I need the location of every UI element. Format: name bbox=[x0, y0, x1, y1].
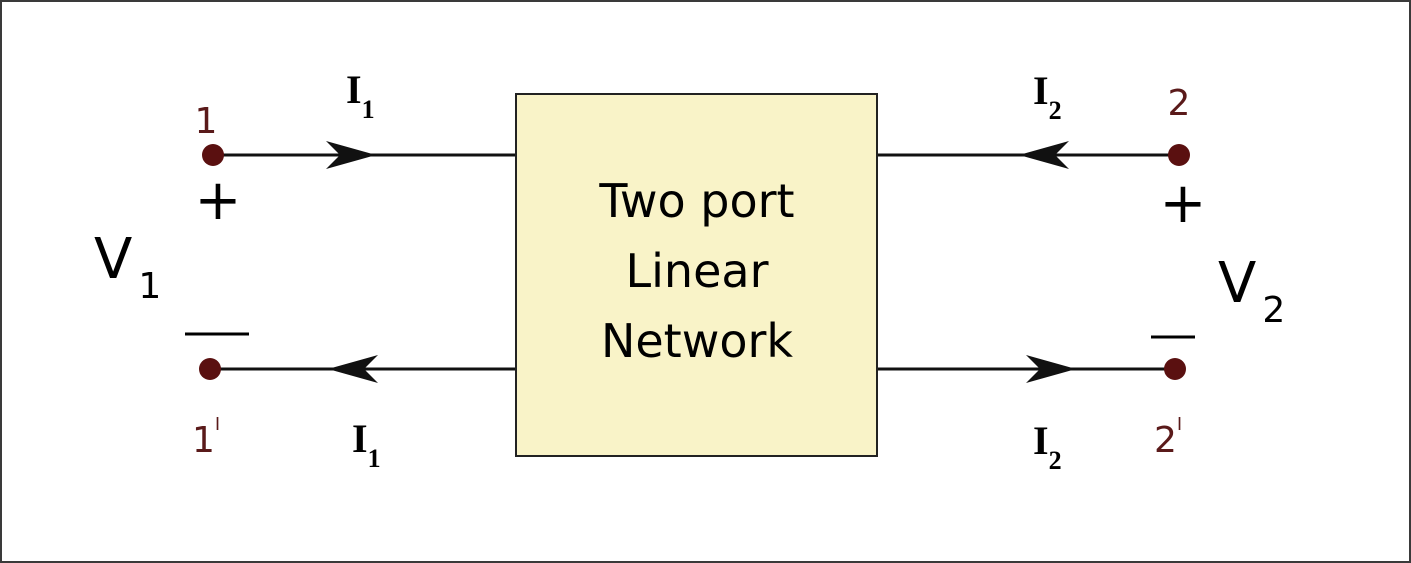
arrow-i2-bottom-right bbox=[1026, 355, 1076, 383]
terminal-2-prime bbox=[1164, 358, 1186, 380]
arrow-i2-top-left bbox=[1019, 141, 1069, 169]
port1-plus-sign: + bbox=[195, 168, 242, 233]
network-box bbox=[515, 93, 878, 457]
current-i1-bottom-label: I1 bbox=[352, 416, 381, 473]
terminal-2-label: 2 bbox=[1168, 83, 1191, 124]
arrow-i1-bottom-left bbox=[328, 355, 378, 383]
terminal-1 bbox=[202, 144, 224, 166]
terminal-1-prime bbox=[199, 358, 221, 380]
terminal-2-prime-label: 2ˡ bbox=[1154, 413, 1182, 461]
current-i1-top-label: I1 bbox=[346, 67, 375, 124]
network-label-line3: Network bbox=[601, 314, 793, 368]
network-label-line2: Linear bbox=[626, 244, 769, 298]
terminal-1-label: 1 bbox=[195, 101, 218, 142]
terminal-1-prime-label: 1ˡ bbox=[192, 413, 220, 461]
current-i2-top-label: I2 bbox=[1033, 68, 1062, 125]
current-i2-bottom-label: I2 bbox=[1033, 418, 1062, 475]
terminal-2 bbox=[1168, 144, 1190, 166]
network-label-line1: Two port bbox=[598, 174, 794, 228]
port2-plus-sign: + bbox=[1160, 171, 1207, 236]
arrow-i1-top-right bbox=[326, 141, 376, 169]
